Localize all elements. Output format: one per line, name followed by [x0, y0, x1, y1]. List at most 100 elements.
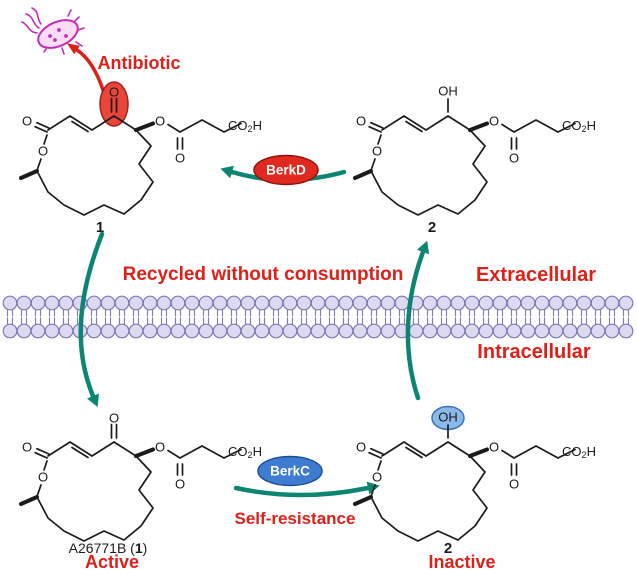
lipid-head [408, 323, 424, 339]
compound-2-top-structure: OH [353, 84, 598, 217]
bacterium-body [37, 19, 79, 49]
lipid-head [590, 323, 606, 339]
lipid-head [562, 323, 578, 339]
lipid-head [142, 295, 158, 311]
lipid-head [506, 295, 522, 311]
macrolactone-skeleton [19, 437, 264, 543]
lipid-head [352, 295, 368, 311]
compound-2-bottom-number: 2 [444, 540, 452, 557]
lipid-head [492, 295, 508, 311]
lipid-head [296, 295, 312, 311]
lipid-head [520, 295, 536, 311]
berkd-arrow-head [220, 165, 234, 179]
lipid-head [268, 323, 284, 339]
lipid-head [156, 323, 172, 339]
lipid-head [506, 323, 522, 339]
lipid-head [534, 323, 550, 339]
bacterium-icon [21, 7, 85, 55]
lipid-head [2, 323, 18, 339]
lipid-head [254, 295, 270, 311]
lipid-head [520, 323, 536, 339]
bacterium-dot [53, 38, 57, 42]
lipid-head [184, 323, 200, 339]
lipid-head [100, 323, 116, 339]
lipid-head [604, 295, 620, 311]
lipid-head [436, 323, 452, 339]
arrow-export-right [405, 240, 430, 401]
compound-1-structure: O [19, 81, 264, 217]
lipid-head [58, 295, 74, 311]
lipid-head [422, 323, 438, 339]
berkc-reaction-arrow: BerkC [233, 455, 380, 498]
antibiotic-arrow-shaft [75, 48, 105, 92]
recycled-label: Recycled without consumption [123, 264, 404, 285]
lipid-head [86, 323, 102, 339]
ketone-oxygen-label: O [109, 85, 119, 100]
arrow-antibiotic-action [67, 43, 105, 92]
lipid-head [254, 323, 270, 339]
lipid-head [114, 323, 130, 339]
lipid-head [240, 295, 256, 311]
lipid-head [310, 295, 326, 311]
bacterium-dot [57, 28, 61, 32]
lipid-head [212, 295, 228, 311]
lipid-head [58, 323, 74, 339]
lipid-head [380, 295, 396, 311]
antibiotic-label: Antibiotic [98, 53, 181, 73]
lipid-head [170, 323, 186, 339]
lipid-head [604, 323, 620, 339]
compound-2-top-number: 2 [428, 219, 436, 236]
name-number: 1 [135, 540, 143, 556]
lipid-head [618, 323, 634, 339]
lipid-head [142, 323, 158, 339]
lipid-head [338, 323, 354, 339]
left-cycle-arrow-shaft [78, 231, 105, 399]
lipid-head [240, 323, 256, 339]
lipid-head [576, 295, 592, 311]
hydroxyl-label: OH [438, 84, 458, 99]
lipid-head [352, 323, 368, 339]
arrow-export-left [78, 231, 105, 407]
lipid-head [464, 323, 480, 339]
berkc-enzyme-label: BerkC [270, 464, 310, 479]
lipid-head [534, 295, 550, 311]
membrane-lipids [2, 295, 634, 339]
compound-2-bottom-structure: OH [353, 405, 598, 543]
lipid-head [184, 295, 200, 311]
lipid-head [618, 295, 634, 311]
macrolactone-skeleton [353, 111, 598, 217]
lipid-head [198, 295, 214, 311]
antibiotic-arrow-head [67, 43, 80, 55]
compound-a26771b-structure: O [19, 411, 264, 543]
lipid-head [212, 323, 228, 339]
lipid-head [114, 295, 130, 311]
right-cycle-arrow-shaft [405, 249, 426, 401]
berkd-reaction-arrow: BerkD [220, 154, 347, 186]
lipid-head [324, 295, 340, 311]
lipid-head [548, 295, 564, 311]
berkc-arrow-shaft [233, 485, 371, 498]
compound-a26771b-name: A26771B (1) [69, 540, 148, 556]
lipid-head [492, 323, 508, 339]
lipid-head [478, 295, 494, 311]
lipid-head [128, 295, 144, 311]
berkd-enzyme-oval [253, 154, 319, 186]
lipid-head [282, 323, 298, 339]
lipid-head [338, 295, 354, 311]
lipid-head [170, 295, 186, 311]
bacterium-dot [64, 34, 68, 38]
lipid-head [44, 323, 60, 339]
lipid-head [464, 295, 480, 311]
lipid-head [450, 323, 466, 339]
lipid-head [156, 295, 172, 311]
bacterium-flagella [21, 7, 42, 34]
lipid-head [380, 323, 396, 339]
ketone-double-bond [110, 97, 118, 113]
lipid-head [198, 323, 214, 339]
lipid-head [562, 295, 578, 311]
lipid-head [324, 323, 340, 339]
name-prefix: A26771B ( [69, 540, 135, 556]
compound-1-number: 1 [96, 219, 104, 236]
lipid-head [282, 295, 298, 311]
